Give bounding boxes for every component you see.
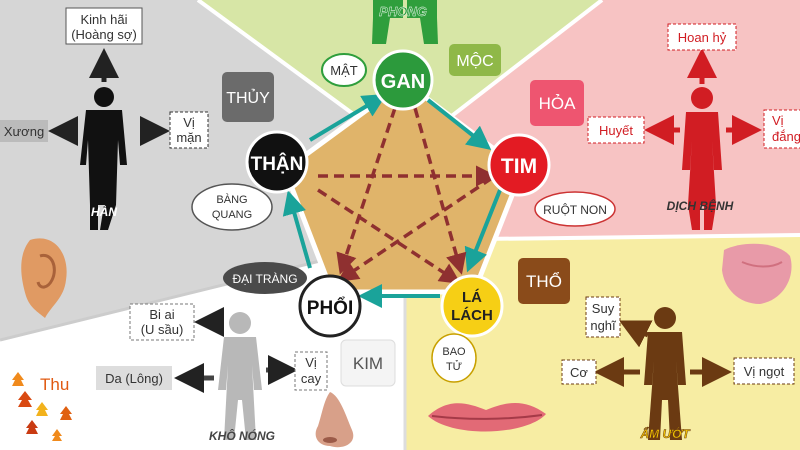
lung-node xyxy=(298,274,362,338)
nose-image xyxy=(315,392,354,448)
stomach-line2: TỬ xyxy=(446,360,462,373)
fire-tissue-box xyxy=(587,116,645,144)
heat-label: DỊCH BỆNH xyxy=(667,198,734,213)
metal-taste-line1: Vị xyxy=(305,355,317,370)
bladder-line1: BÀNG xyxy=(216,193,247,206)
bladder-line2: QUANG xyxy=(212,209,252,221)
wood-element-box xyxy=(449,44,501,76)
bladder-oval xyxy=(191,183,273,231)
heart-label: TIM xyxy=(501,155,537,178)
stomach-oval xyxy=(431,333,477,383)
metal-taste-line2: cay xyxy=(301,371,322,386)
generating-cycle xyxy=(282,93,502,308)
liver-node xyxy=(372,49,434,111)
earth-emotion-line2: nghĩ xyxy=(590,318,617,333)
earth-emotion-line1: Suy xyxy=(592,301,615,316)
autumn-label: Thu xyxy=(40,375,69,394)
earth-upleft-arrow xyxy=(619,320,653,348)
ear-image xyxy=(21,238,67,318)
lips-image xyxy=(428,403,546,432)
fire-taste-line2: đắng xyxy=(772,129,800,144)
fire-element-box xyxy=(530,80,584,126)
earth-figure xyxy=(644,307,686,440)
spleen-line1: LÁ xyxy=(462,289,482,306)
metal-element-box xyxy=(340,339,396,387)
water-emotion-line2: (Hoàng sợ) xyxy=(71,27,137,42)
fire-figure xyxy=(682,87,722,230)
metal-taste-box xyxy=(294,351,328,391)
fire-element-label: HỎA xyxy=(539,94,577,113)
small-intestine-label: RUỘT NON xyxy=(543,202,607,217)
water-element-box xyxy=(222,72,274,122)
fire-emotion-label: Hoan hỷ xyxy=(678,30,727,45)
cold-label: HÀN xyxy=(91,204,117,219)
wood-element-label: MỘC xyxy=(456,51,493,70)
earth-taste-label: Vị ngọt xyxy=(744,364,785,379)
earth-element-label: THỔ xyxy=(526,272,562,291)
metal-figure xyxy=(218,312,262,440)
earth-tissue-label: Cơ xyxy=(570,365,588,380)
dry-label: KHÔ NÓNG xyxy=(209,428,275,443)
lung-label: PHỔI xyxy=(307,297,353,319)
metal-emotion-box xyxy=(129,303,195,341)
water-taste-line2: mặn xyxy=(176,130,201,145)
earth-emotion-box xyxy=(585,296,621,338)
water-taste-line1: Vị xyxy=(183,115,195,130)
metal-tissue-box xyxy=(96,366,172,390)
water-emotion-line1: Kinh hãi xyxy=(81,12,128,27)
heart-node xyxy=(487,133,551,197)
metal-emotion-line1: Bi ai xyxy=(149,307,174,322)
tongue-image xyxy=(722,243,792,304)
metal-element-label: KIM xyxy=(353,354,383,373)
earth-element-box xyxy=(518,258,570,304)
liver-label: GAN xyxy=(381,71,425,93)
controlling-cycle xyxy=(317,107,497,284)
wood-figure xyxy=(372,0,438,44)
kidney-label: THẬN xyxy=(251,153,304,175)
gallbladder-oval xyxy=(321,53,367,87)
earth-taste-box xyxy=(733,357,795,385)
earth-sector xyxy=(405,235,800,450)
wind-label: PHONG xyxy=(379,4,427,19)
water-tissue-box xyxy=(0,120,48,142)
stomach-line1: BAO xyxy=(442,346,466,358)
water-figure xyxy=(80,87,127,230)
water-tissue-label: Xương xyxy=(4,124,44,139)
metal-tissue-label: Da (Lông) xyxy=(105,371,163,386)
fire-emotion-box xyxy=(667,23,737,51)
fire-taste-box xyxy=(763,109,800,149)
gallbladder-label: MẬT xyxy=(330,63,358,78)
water-taste-box xyxy=(169,111,209,149)
damp-label: ẨM ƯỚT xyxy=(639,426,691,441)
water-element-label: THỦY xyxy=(226,88,270,107)
spleen-line2: LÁCH xyxy=(451,307,493,324)
metal-emotion-line2: (U sầu) xyxy=(141,322,184,337)
kidney-node xyxy=(245,130,309,194)
water-emotion-box xyxy=(65,7,143,45)
fire-tissue-label: Huyết xyxy=(599,123,633,138)
spleen-node xyxy=(440,274,504,338)
large-intestine-oval xyxy=(223,262,307,294)
fire-taste-line1: Vị xyxy=(772,113,784,128)
autumn-leaves-image xyxy=(12,372,72,441)
large-intestine-label: ĐẠI TRÀNG xyxy=(232,271,297,286)
earth-tissue-box xyxy=(561,359,597,385)
water-sector xyxy=(0,0,405,340)
small-intestine-oval xyxy=(534,191,616,227)
